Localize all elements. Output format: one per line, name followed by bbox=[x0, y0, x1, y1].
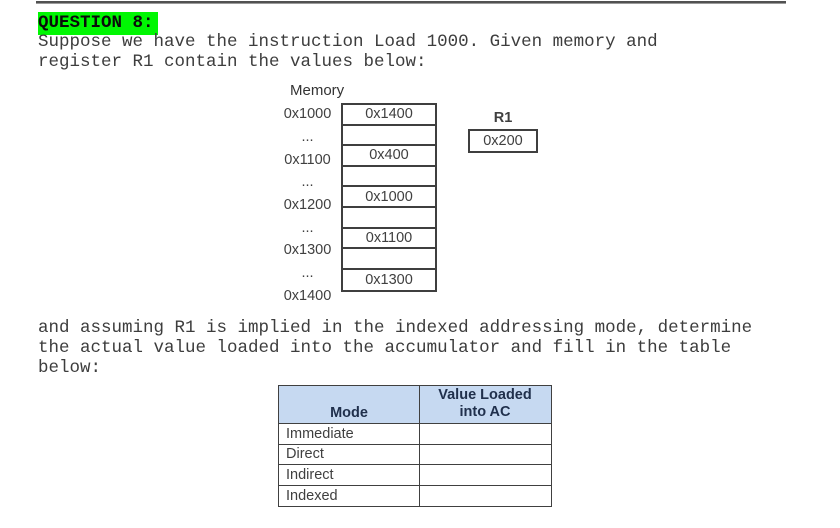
answer-table-header-row: Mode Value Loaded into AC bbox=[279, 386, 551, 424]
table-row: Indexed bbox=[279, 485, 551, 507]
question-followup-paragraph: and assuming R1 is implied in the indexe… bbox=[38, 318, 752, 378]
memory-cell: 0x1300 bbox=[365, 272, 413, 289]
memory-address-label: 0x1100 bbox=[284, 151, 331, 168]
mode-cell: Immediate bbox=[286, 425, 354, 442]
memory-address-label: 0x1200 bbox=[283, 197, 332, 214]
memory-cell: 0x1000 bbox=[343, 187, 435, 208]
register-name-label: R1 bbox=[493, 110, 513, 126]
memory-address-label: ... bbox=[301, 129, 314, 146]
intro-line-2: register R1 contain the values below: bbox=[38, 52, 427, 72]
memory-cell bbox=[343, 126, 435, 147]
followup-line-1: and assuming R1 is implied in the indexe… bbox=[38, 318, 753, 338]
value-cell bbox=[419, 444, 550, 465]
question-intro-paragraph: Suppose we have the instruction Load 100… bbox=[38, 32, 658, 72]
memory-title: Memory bbox=[290, 82, 345, 99]
memory-address-column: 0x1000 ... 0x1100 ... 0x1200 ... 0x1300 … bbox=[283, 103, 332, 307]
table-row: Indirect bbox=[279, 465, 551, 486]
table-row: Direct bbox=[279, 444, 551, 466]
memory-body: 0x1000 ... 0x1100 ... 0x1200 ... 0x1300 … bbox=[283, 103, 437, 307]
mode-cell: Indirect bbox=[286, 466, 334, 483]
memory-cell: 0x1400 bbox=[343, 105, 435, 126]
followup-line-3: below: bbox=[38, 358, 102, 378]
memory-cells-column: 0x1400 0x400 0x1000 0x1100 0x1300 bbox=[341, 103, 437, 293]
memory-address-label: ... bbox=[301, 219, 314, 236]
register-r1: R1 0x200 bbox=[468, 110, 538, 153]
question-number-label: QUESTION 8: bbox=[38, 12, 158, 35]
value-header-line-2: into AC bbox=[459, 404, 511, 420]
value-column-header: Value Loaded into AC bbox=[419, 386, 550, 423]
value-cell bbox=[419, 465, 550, 485]
memory-cell bbox=[343, 167, 435, 188]
value-header-line-1: Value Loaded bbox=[438, 387, 532, 403]
followup-line-2: the actual value loaded into the accumul… bbox=[38, 338, 732, 358]
memory-address-label: 0x1000 bbox=[283, 106, 332, 123]
memory-cell: 0x1100 bbox=[343, 229, 435, 250]
memory-cell bbox=[343, 249, 435, 270]
mode-column-header: Mode bbox=[330, 405, 368, 421]
memory-address-label: 0x1300 bbox=[283, 242, 332, 259]
answer-table: Mode Value Loaded into AC Immediate Dire… bbox=[278, 385, 552, 508]
top-divider bbox=[36, 1, 786, 4]
memory-cell: 0x400 bbox=[343, 146, 435, 167]
memory-address-label: ... bbox=[301, 265, 314, 282]
memory-cell bbox=[343, 208, 435, 229]
intro-line-1: Suppose we have the instruction Load 100… bbox=[38, 32, 658, 52]
value-cell bbox=[419, 424, 550, 444]
mode-cell: Indexed bbox=[286, 488, 338, 505]
memory-diagram: Memory 0x1000 ... 0x1100 ... 0x1200 ... … bbox=[283, 82, 437, 307]
memory-address-label: 0x1400 bbox=[283, 287, 332, 304]
register-value-box: 0x200 bbox=[468, 129, 538, 153]
mode-cell: Direct bbox=[286, 446, 324, 463]
memory-address-label: ... bbox=[301, 174, 314, 191]
value-cell bbox=[419, 485, 550, 507]
table-row: Immediate bbox=[279, 424, 551, 445]
